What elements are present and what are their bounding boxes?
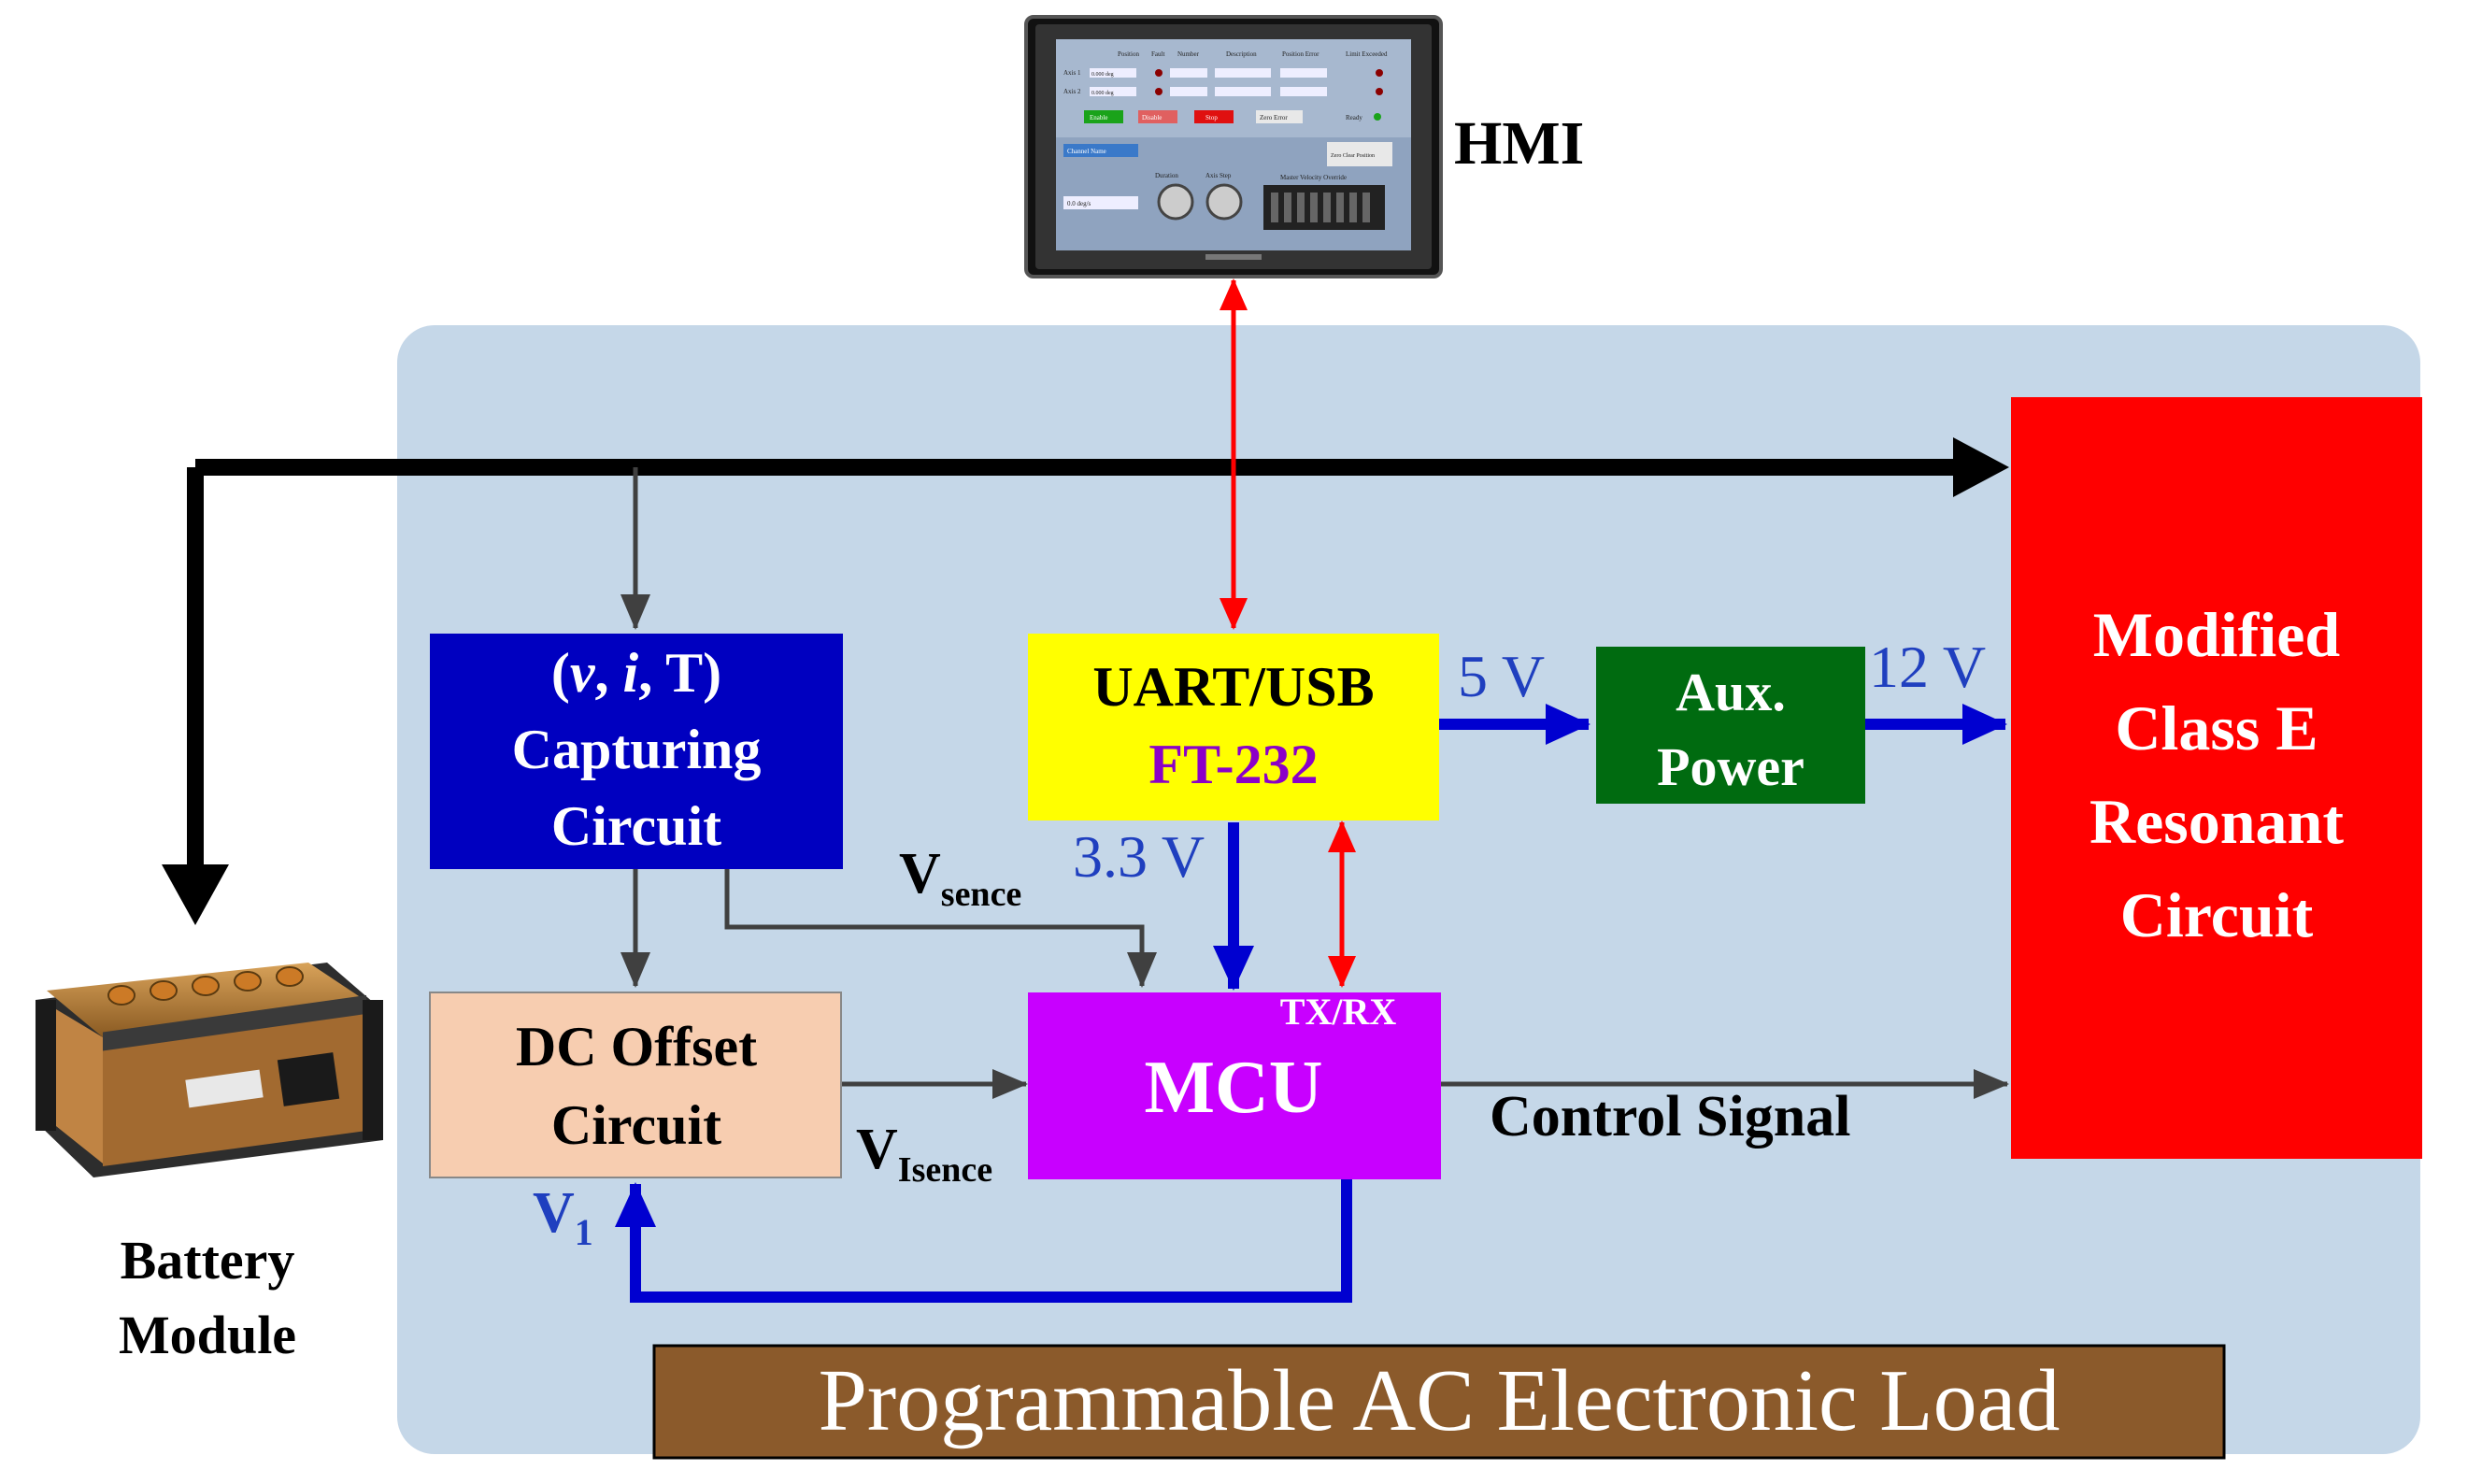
hmi-ready-label: Ready xyxy=(1346,114,1362,121)
hmi-zero-clear-button xyxy=(1327,142,1392,166)
battery-label-line1: Battery xyxy=(121,1230,295,1291)
load-title-bar: Programmable AC Electronic Load xyxy=(652,1344,2226,1460)
mcu-block: TX/RX MCU xyxy=(1028,991,1441,1179)
uart-line2: FT-232 xyxy=(1148,734,1318,795)
class-e-arrowhead xyxy=(1953,437,2009,497)
aux-line1: Aux. xyxy=(1676,662,1786,722)
hmi-title-field xyxy=(1063,144,1138,157)
hmi-knob-label-1: Duration xyxy=(1155,172,1178,179)
hmi-title-field-text: Channel Name xyxy=(1067,148,1106,155)
dc-offset-line2: Circuit xyxy=(551,1094,721,1156)
class-e-block: Modified Class E Resonant Circuit xyxy=(2011,397,2422,1159)
hmi-row1-label: Axis 1 xyxy=(1063,69,1081,77)
hmi-header-position-error: Position Error xyxy=(1282,50,1319,58)
label-vsense: Vsence xyxy=(899,842,1021,914)
hmi-header-number: Number xyxy=(1177,50,1200,58)
uart-line1: UART/USB xyxy=(1092,656,1374,718)
capture-line3: Circuit xyxy=(551,795,721,857)
battery-label-line2: Module xyxy=(119,1305,296,1365)
capture-line2: Capturing xyxy=(512,719,762,780)
label-v1: V1 xyxy=(533,1181,593,1253)
hmi-speed-label: Master Velocity Override xyxy=(1280,174,1347,181)
capture-block: (v, i, T) Capturing Circuit xyxy=(430,634,843,869)
class-e-line3: Resonant xyxy=(2090,786,2344,857)
hmi-zero-error-button xyxy=(1256,110,1303,123)
label-12v: 12 V xyxy=(1869,634,1986,700)
hmi-header-description: Description xyxy=(1226,50,1257,58)
hmi-label: HMI xyxy=(1454,109,1584,178)
hmi-zero-clear-label: Zero Clear Position xyxy=(1331,153,1375,159)
class-e-line4: Circuit xyxy=(2120,879,2314,950)
vsense-line xyxy=(724,869,1157,988)
hmi-header-limit: Limit Exceeded xyxy=(1346,50,1388,58)
hmi-knob-label-2: Axis Step xyxy=(1205,172,1232,179)
hmi-header-fault: Fault xyxy=(1151,50,1164,58)
hmi-enable-label: Enable xyxy=(1090,114,1107,121)
load-title: Programmable AC Electronic Load xyxy=(819,1352,2061,1449)
label-3-3v: 3.3 V xyxy=(1073,823,1205,890)
dc-offset-line1: DC Offset xyxy=(516,1016,757,1077)
hmi-row1-value: 0.000 deg xyxy=(1091,72,1114,78)
label-visense: VIsence xyxy=(856,1118,992,1190)
aux-power-block: Aux. Power xyxy=(1596,647,1865,804)
hmi-row2-value: 0.000 deg xyxy=(1091,91,1114,96)
dc-offset-block: DC Offset Circuit xyxy=(429,992,842,1178)
aux-line2: Power xyxy=(1657,736,1804,797)
battery-module-image xyxy=(36,963,383,1177)
hmi-stop-button xyxy=(1194,110,1234,123)
hmi-field-value: 0.0 deg/s xyxy=(1067,200,1091,207)
capture-line1: (v, i, T) xyxy=(551,642,721,704)
mcu-txrx-label: TX/RX xyxy=(1280,991,1397,1033)
label-5v: 5 V xyxy=(1458,643,1545,709)
hmi-stop-label: Stop xyxy=(1205,114,1218,121)
battery-arrowhead xyxy=(162,864,229,925)
hmi-enable-button xyxy=(1084,110,1123,123)
mcu-label: MCU xyxy=(1144,1047,1322,1129)
label-control-signal: Control Signal xyxy=(1490,1085,1850,1149)
class-e-line2: Class E xyxy=(2115,692,2318,763)
hmi-row2-label: Axis 2 xyxy=(1063,88,1081,95)
hmi-disable-button xyxy=(1138,110,1177,123)
class-e-line1: Modified xyxy=(2093,599,2341,670)
hmi-header-position: Position xyxy=(1118,50,1139,58)
hmi-knob-1 xyxy=(1157,183,1194,221)
hmi-disable-label: Disable xyxy=(1142,114,1162,121)
mcu-to-dcoffset-v1-line xyxy=(615,1179,1352,1303)
electronic-load-panel xyxy=(397,325,2420,1454)
uart-usb-block: UART/USB FT-232 xyxy=(1028,634,1439,820)
hmi-device: Position Fault Number Description Positi… xyxy=(1024,15,1443,278)
hmi-zero-error-label: Zero Error xyxy=(1260,114,1288,121)
hmi-knob-2 xyxy=(1205,183,1243,221)
